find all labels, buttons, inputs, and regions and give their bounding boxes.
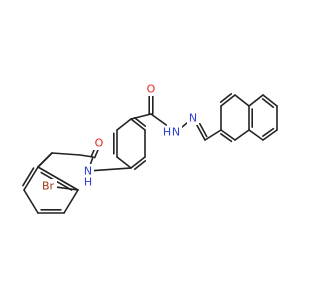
bond-naph-b-second-line [219, 93, 233, 103]
atom-h-amide-left: H [82, 176, 94, 189]
bond-layer [22, 93, 278, 214]
bond-ring1-br [56, 186, 79, 191]
bond-ring2-d-second-line [133, 117, 147, 127]
bond-n-c-imine [195, 122, 206, 141]
atom-br-label: Br [42, 180, 55, 193]
bond-n-c-imine-second-line [198, 122, 208, 138]
atom-label-layer: O N H Br O N H N [39, 82, 199, 193]
bond-ring1-b-second-line [22, 167, 35, 187]
bond-naph-e [234, 129, 250, 141]
bond-ring2-f [130, 156, 146, 169]
atom-o-hydrazide-label: O [147, 83, 156, 96]
bond-naph-h-second-line [261, 98, 275, 108]
atom-n-hydrazide-label: N [172, 126, 180, 139]
bond-n-to-phenylene [93, 167, 132, 172]
bond-c-n-hydrazide [150, 113, 168, 126]
bond-ring2-a [116, 156, 132, 169]
atom-br: Br [39, 179, 57, 193]
bond-ring1-c [23, 189, 39, 214]
bond-imine-to-naphthalene [204, 129, 222, 141]
atom-h-hydrazide: H [162, 126, 172, 139]
atom-o-amide-left-label: O [95, 137, 104, 150]
bond-naph-k [248, 129, 264, 141]
atom-n-imine: N [187, 111, 199, 125]
bond-ring2-c [116, 118, 132, 131]
bond-naph-f [220, 129, 236, 141]
bond-naph-j-second-line [262, 127, 275, 137]
bond-ring1-e [63, 189, 79, 214]
atom-o-amide-left: O [93, 136, 105, 150]
bond-naph-g [248, 94, 264, 107]
atom-h-amide-left-label: H [84, 176, 92, 189]
bond-ring1-b [23, 166, 39, 191]
bond-c-n-amide-left [89, 156, 94, 167]
bond-phenylene-to-carbonyl [130, 113, 152, 120]
bond-ring2-f-second-line [133, 160, 147, 170]
atom-n-amide-left: N [82, 164, 94, 178]
bond-naph-j [262, 129, 278, 141]
bond-ring1-g [37, 152, 53, 168]
bond-naph-c [234, 94, 250, 107]
atom-n-amide-left-label: N [84, 165, 92, 178]
bond-naph-h [262, 94, 278, 107]
atom-n-imine-label: N [189, 112, 197, 125]
bond-ring1-f [37, 166, 79, 191]
atom-h-hydrazide-label: H [163, 126, 171, 139]
bond-c-o-amide-left [93, 148, 100, 159]
bond-ring1-to-c [51, 152, 81, 156]
bond-naph-b [220, 94, 236, 107]
bond-naph-f-second-line [220, 133, 233, 143]
chemical-structure-diagram: O N H Br O N H N [22, 82, 278, 214]
atom-o-hydrazide: O [145, 82, 157, 96]
atom-n-hydrazide: N [170, 125, 182, 139]
bond-ring2-d [130, 118, 146, 131]
